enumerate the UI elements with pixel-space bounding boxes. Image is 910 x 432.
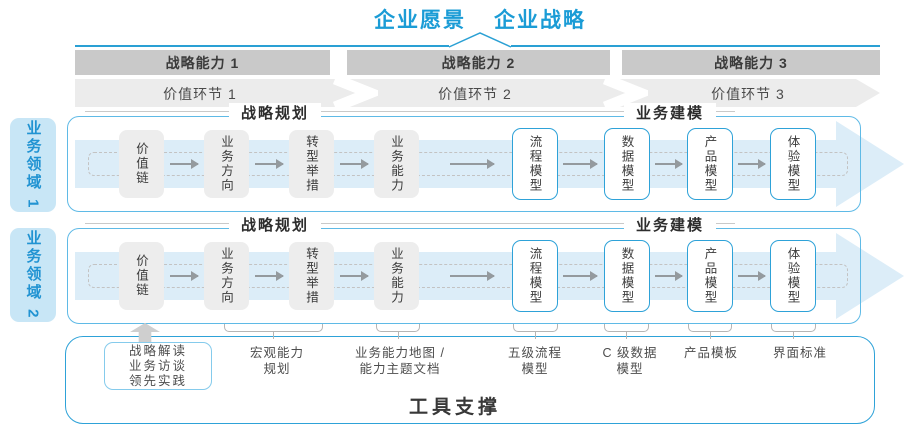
bracket-tail <box>535 332 536 339</box>
capability-bar-3: 战略能力 3 <box>622 50 880 75</box>
bracket-tail <box>398 332 399 339</box>
flow-row-domain-1: 战略规划 业务建模 价值链 业务方向 转型举措 业务能力 流程模型 数据模型 产… <box>0 103 910 212</box>
value-link-1: 价值环节 1 <box>163 86 237 102</box>
flow-arrow-icon <box>655 271 683 281</box>
flow-arrow-icon <box>170 271 199 281</box>
flow-row-domain-2: 战略规划 业务建模 价值链 业务方向 转型举措 业务能力 流程模型 数据模型 产… <box>0 215 910 324</box>
flow-arrow-icon <box>255 159 284 169</box>
box-transformation-initiatives: 转型举措 <box>289 242 334 310</box>
box-experience-model: 体验模型 <box>770 240 816 312</box>
business-modeling-header: 业务建模 <box>623 103 717 125</box>
box-process-model: 流程模型 <box>512 240 558 312</box>
bracket-connector <box>513 324 558 332</box>
bracket-connector <box>688 324 732 332</box>
row-container-border <box>67 116 861 212</box>
flow-arrow-icon <box>340 271 369 281</box>
top-title: 企业愿景 企业战略 <box>300 4 660 34</box>
chevron-separator-icon <box>602 79 648 107</box>
bracket-connector <box>604 324 649 332</box>
flow-arrow-icon <box>450 159 495 169</box>
bracket-tail <box>710 332 711 339</box>
tool-support-container <box>65 336 875 424</box>
anno-product-template: 产品模板 <box>683 346 738 360</box>
box-product-model: 产品模型 <box>687 128 733 200</box>
peak-triangle-icon <box>448 32 512 48</box>
box-business-capability: 业务能力 <box>374 242 419 310</box>
section-header-line <box>85 223 735 224</box>
box-experience-model: 体验模型 <box>770 128 816 200</box>
flow-arrow-icon <box>563 159 598 169</box>
flow-arrow-icon <box>340 159 369 169</box>
flow-arrow-icon <box>738 159 766 169</box>
box-data-model: 数据模型 <box>604 128 650 200</box>
capability-bar-1: 战略能力 1 <box>75 50 330 75</box>
bracket-tail <box>793 332 794 339</box>
enterprise-vision-title: 企业愿景 <box>374 9 466 32</box>
bracket-tail <box>273 332 274 339</box>
value-link-band <box>75 79 880 107</box>
anno-capability-map-doc: 业务能力地图 / 能力主题文档 <box>355 346 445 376</box>
bracket-connector <box>224 324 323 332</box>
anno-ui-standard: 界面标准 <box>772 346 827 360</box>
anno-l5-process-model: 五级流程 模型 <box>507 346 562 376</box>
top-divider-left <box>75 45 449 47</box>
box-value-chain: 价值链 <box>119 242 164 310</box>
flow-arrow-icon <box>655 159 683 169</box>
flow-arrow-icon <box>450 271 495 281</box>
business-domain-1-tab: 业务领域 1 <box>10 118 56 212</box>
box-process-model: 流程模型 <box>512 128 558 200</box>
capability-bar-2: 战略能力 2 <box>347 50 610 75</box>
enterprise-strategy-title: 企业战略 <box>494 9 586 32</box>
box-data-model: 数据模型 <box>604 240 650 312</box>
flow-arrow-icon <box>738 271 766 281</box>
business-modeling-header: 业务建模 <box>623 215 717 237</box>
anno-macro-capability-planning: 宏观能力 规划 <box>249 346 304 376</box>
row-container-border <box>67 228 861 324</box>
bracket-connector <box>771 324 816 332</box>
box-value-chain: 价值链 <box>119 130 164 198</box>
bracket-tail <box>626 332 627 339</box>
strategic-planning-header: 战略规划 <box>228 103 322 125</box>
bracket-connector <box>376 324 420 332</box>
business-domain-2-tab: 业务领域 2 <box>10 228 56 322</box>
flow-arrow-icon <box>255 271 284 281</box>
box-product-model: 产品模型 <box>687 240 733 312</box>
top-divider-right <box>511 45 880 47</box>
flow-arrow-icon <box>563 271 598 281</box>
section-header-line <box>85 111 735 112</box>
box-business-direction: 业务方向 <box>204 130 249 198</box>
box-business-direction: 业务方向 <box>204 242 249 310</box>
strategy-interpretation-callout: 战略解读 业务访谈 领先实践 <box>104 342 212 390</box>
value-link-3: 价值环节 3 <box>711 86 785 102</box>
chevron-separator-icon <box>332 79 378 107</box>
anno-c-level-data-model: C 级数据 模型 <box>602 346 658 376</box>
strategic-planning-header: 战略规划 <box>228 215 322 237</box>
flow-arrow-icon <box>170 159 199 169</box>
dashed-track <box>88 264 848 288</box>
value-link-2: 价值环节 2 <box>438 86 512 102</box>
tool-support-label: 工具支撑 <box>408 397 501 418</box>
box-transformation-initiatives: 转型举措 <box>289 130 334 198</box>
box-business-capability: 业务能力 <box>374 130 419 198</box>
dashed-track <box>88 152 848 176</box>
